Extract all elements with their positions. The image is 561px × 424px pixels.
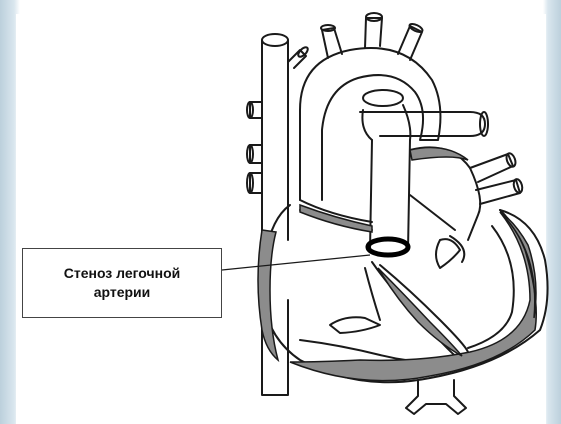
inferior-vena-cava xyxy=(406,380,466,414)
aortic-arch xyxy=(300,48,440,200)
mitral-valve xyxy=(436,239,460,268)
innominate-vein xyxy=(288,50,306,68)
atrial-septum-wall xyxy=(300,205,372,232)
pulmonary-trunk xyxy=(370,140,410,250)
pulmonary-artery-wall xyxy=(410,148,468,160)
stenosis-callout-box: Стеноз легочной артерии xyxy=(22,248,222,318)
pulmonary-trunk-top xyxy=(363,90,403,106)
heart-outer-contour xyxy=(262,205,548,382)
septum-muscle xyxy=(378,268,462,356)
callout-leader-line xyxy=(222,255,370,270)
tricuspid-valve xyxy=(330,317,380,333)
head-vessel-2 xyxy=(365,18,382,48)
left-ventricle-wall-inner xyxy=(468,226,514,348)
stenosis-ring xyxy=(368,239,408,255)
stenosis-label: Стеноз легочной артерии xyxy=(64,264,181,302)
left-atrium xyxy=(410,147,480,240)
svc-opening xyxy=(262,34,288,46)
pulmonary-veins-left xyxy=(247,102,262,193)
